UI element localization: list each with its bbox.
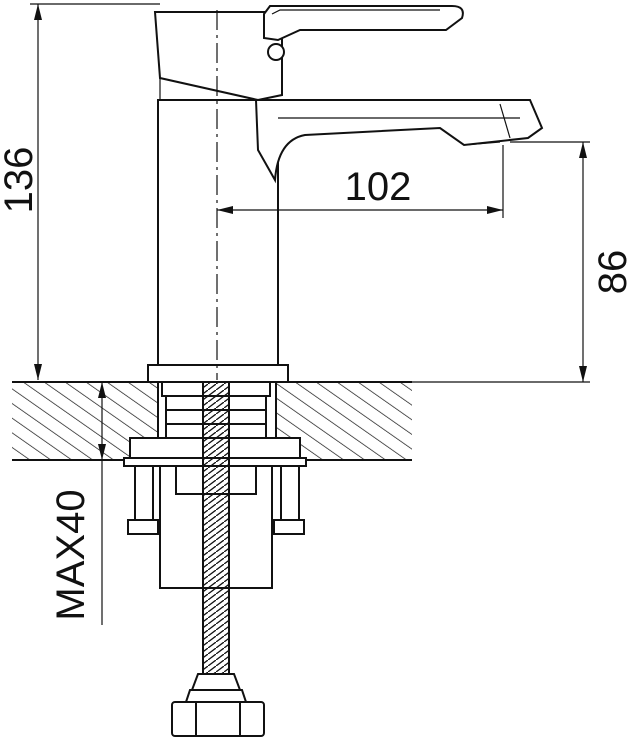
- dimension-label-max-thickness: MAX40: [49, 489, 93, 620]
- dimension-spout-reach: 102: [217, 145, 504, 218]
- dimension-max-thickness: MAX40: [49, 382, 106, 625]
- dimension-label-spout-height: 86: [591, 250, 628, 295]
- dimension-label-height: 136: [0, 147, 41, 214]
- dimension-total-height: 136: [0, 3, 160, 380]
- mounting-assembly: [123, 381, 307, 737]
- faucet-body: [147, 5, 544, 383]
- dimension-label-reach: 102: [345, 165, 412, 209]
- dimension-spout-height: 86: [412, 141, 628, 383]
